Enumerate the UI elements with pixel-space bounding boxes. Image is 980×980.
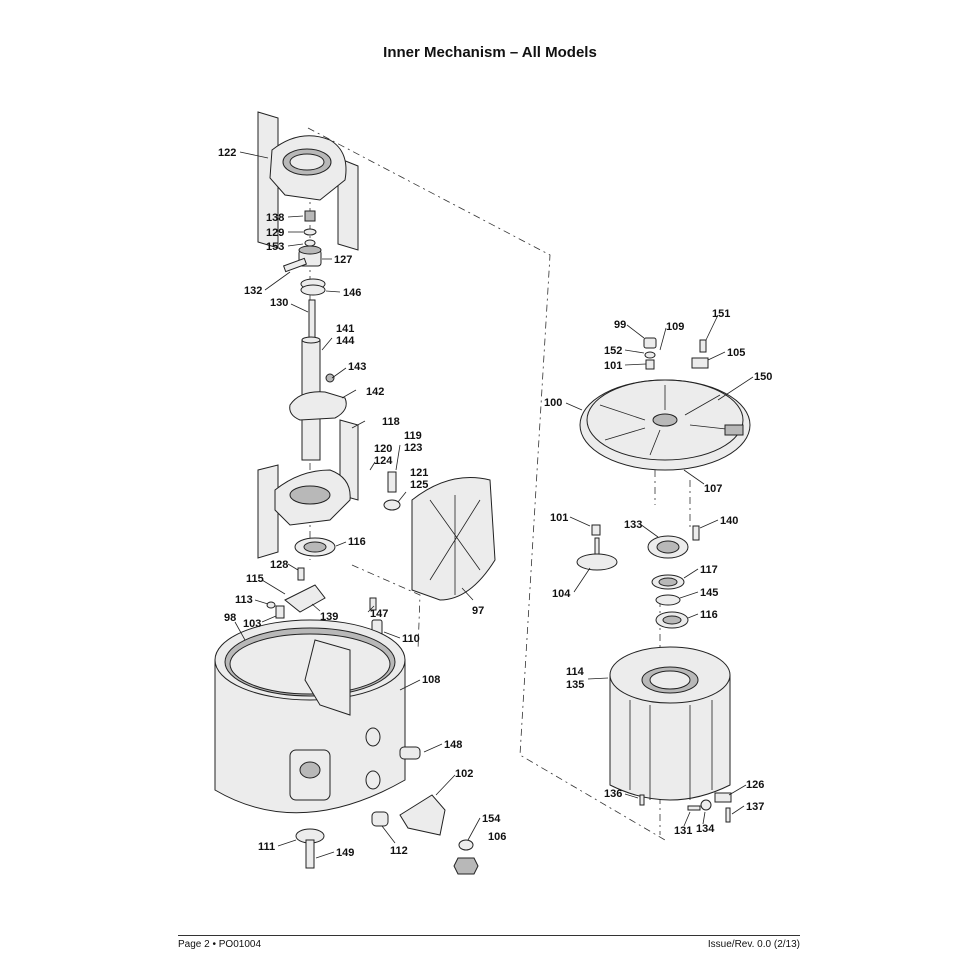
callout-107: 107: [704, 483, 722, 495]
callout-144: 144: [336, 335, 355, 347]
callout-106: 106: [488, 831, 506, 843]
upper-fasteners: [282, 210, 326, 296]
motor-hardware: [639, 792, 732, 823]
callout-109: 109: [666, 321, 684, 333]
callout-124: 124: [374, 455, 393, 467]
callout-145: 145: [700, 587, 718, 599]
callout-102: 102: [455, 768, 473, 780]
footer-rule: [178, 935, 800, 936]
motor-housing: [609, 646, 731, 801]
linkage-parts: [266, 567, 326, 619]
page-title: Inner Mechanism – All Models: [383, 44, 597, 61]
callout-127: 127: [334, 254, 352, 266]
callout-117: 117: [700, 564, 718, 576]
callout-101a: 101: [604, 360, 622, 372]
callout-116b: 116: [700, 609, 718, 621]
callout-118: 118: [382, 416, 400, 428]
callout-128: 128: [270, 559, 288, 571]
callout-122: 122: [218, 147, 236, 159]
callout-119: 119: [404, 430, 422, 442]
callout-101b: 101: [550, 512, 568, 524]
leader-lines: [234, 151, 754, 859]
impeller-disc: [576, 524, 618, 571]
callout-143: 143: [348, 361, 366, 373]
callout-114: 114: [566, 666, 585, 678]
callout-151: 151: [712, 308, 730, 320]
callout-97: 97: [472, 605, 484, 617]
callout-148: 148: [444, 739, 462, 751]
side-panel: [411, 477, 496, 601]
callout-125: 125: [410, 479, 428, 491]
callout-136: 136: [604, 788, 622, 800]
cover-plate: [579, 379, 751, 471]
callout-135: 135: [566, 679, 584, 691]
callout-120: 120: [374, 443, 392, 455]
upper-bracket-assembly: [257, 111, 359, 251]
callout-123: 123: [404, 442, 422, 454]
callout-141: 141: [336, 323, 354, 335]
callout-153: 153: [266, 241, 284, 253]
callout-110: 110: [402, 633, 420, 645]
callout-130: 130: [270, 297, 288, 309]
footer-page-number: Page 2 • PO01004: [178, 939, 262, 950]
bearing-stack-right: [647, 525, 700, 629]
lower-bracket-assembly: [257, 419, 359, 559]
footer-revision: Issue/Rev. 0.0 (2/13): [707, 939, 800, 950]
cover-fasteners: [643, 337, 709, 370]
callout-134: 134: [696, 823, 715, 835]
callout-138: 138: [266, 212, 284, 224]
callout-105: 105: [727, 347, 745, 359]
callout-100: 100: [544, 397, 562, 409]
callout-113: 113: [235, 594, 253, 606]
callout-108: 108: [422, 674, 440, 686]
spindle-shaft: [289, 299, 347, 461]
callout-142: 142: [366, 386, 384, 398]
callout-116a: 116: [348, 536, 366, 548]
callout-137: 137: [746, 801, 764, 813]
callout-104: 104: [552, 588, 571, 600]
bracket-fasteners: [383, 471, 401, 511]
callout-133: 133: [624, 519, 642, 531]
callout-150: 150: [754, 371, 772, 383]
callout-140: 140: [720, 515, 738, 527]
callout-149: 149: [336, 847, 354, 859]
callout-labels: 122 138 129 153 127 132 146 130 141 144 …: [218, 147, 772, 859]
lower-hardware: [295, 746, 479, 875]
callout-132: 132: [244, 285, 262, 297]
tub-housing: [214, 619, 406, 814]
callout-154: 154: [482, 813, 501, 825]
callout-131: 131: [674, 825, 692, 837]
callout-126: 126: [746, 779, 764, 791]
callout-121: 121: [410, 467, 428, 479]
bearing-left: [294, 537, 336, 557]
callout-111: 111: [258, 841, 275, 853]
callout-146: 146: [343, 287, 361, 299]
callout-129: 129: [266, 227, 284, 239]
callout-103: 103: [243, 618, 261, 630]
callout-112: 112: [390, 845, 408, 857]
callout-99: 99: [614, 319, 626, 331]
callout-98: 98: [224, 612, 236, 624]
callout-139: 139: [320, 611, 338, 623]
callout-152: 152: [604, 345, 622, 357]
callout-115: 115: [246, 573, 264, 585]
callout-147: 147: [370, 608, 388, 620]
